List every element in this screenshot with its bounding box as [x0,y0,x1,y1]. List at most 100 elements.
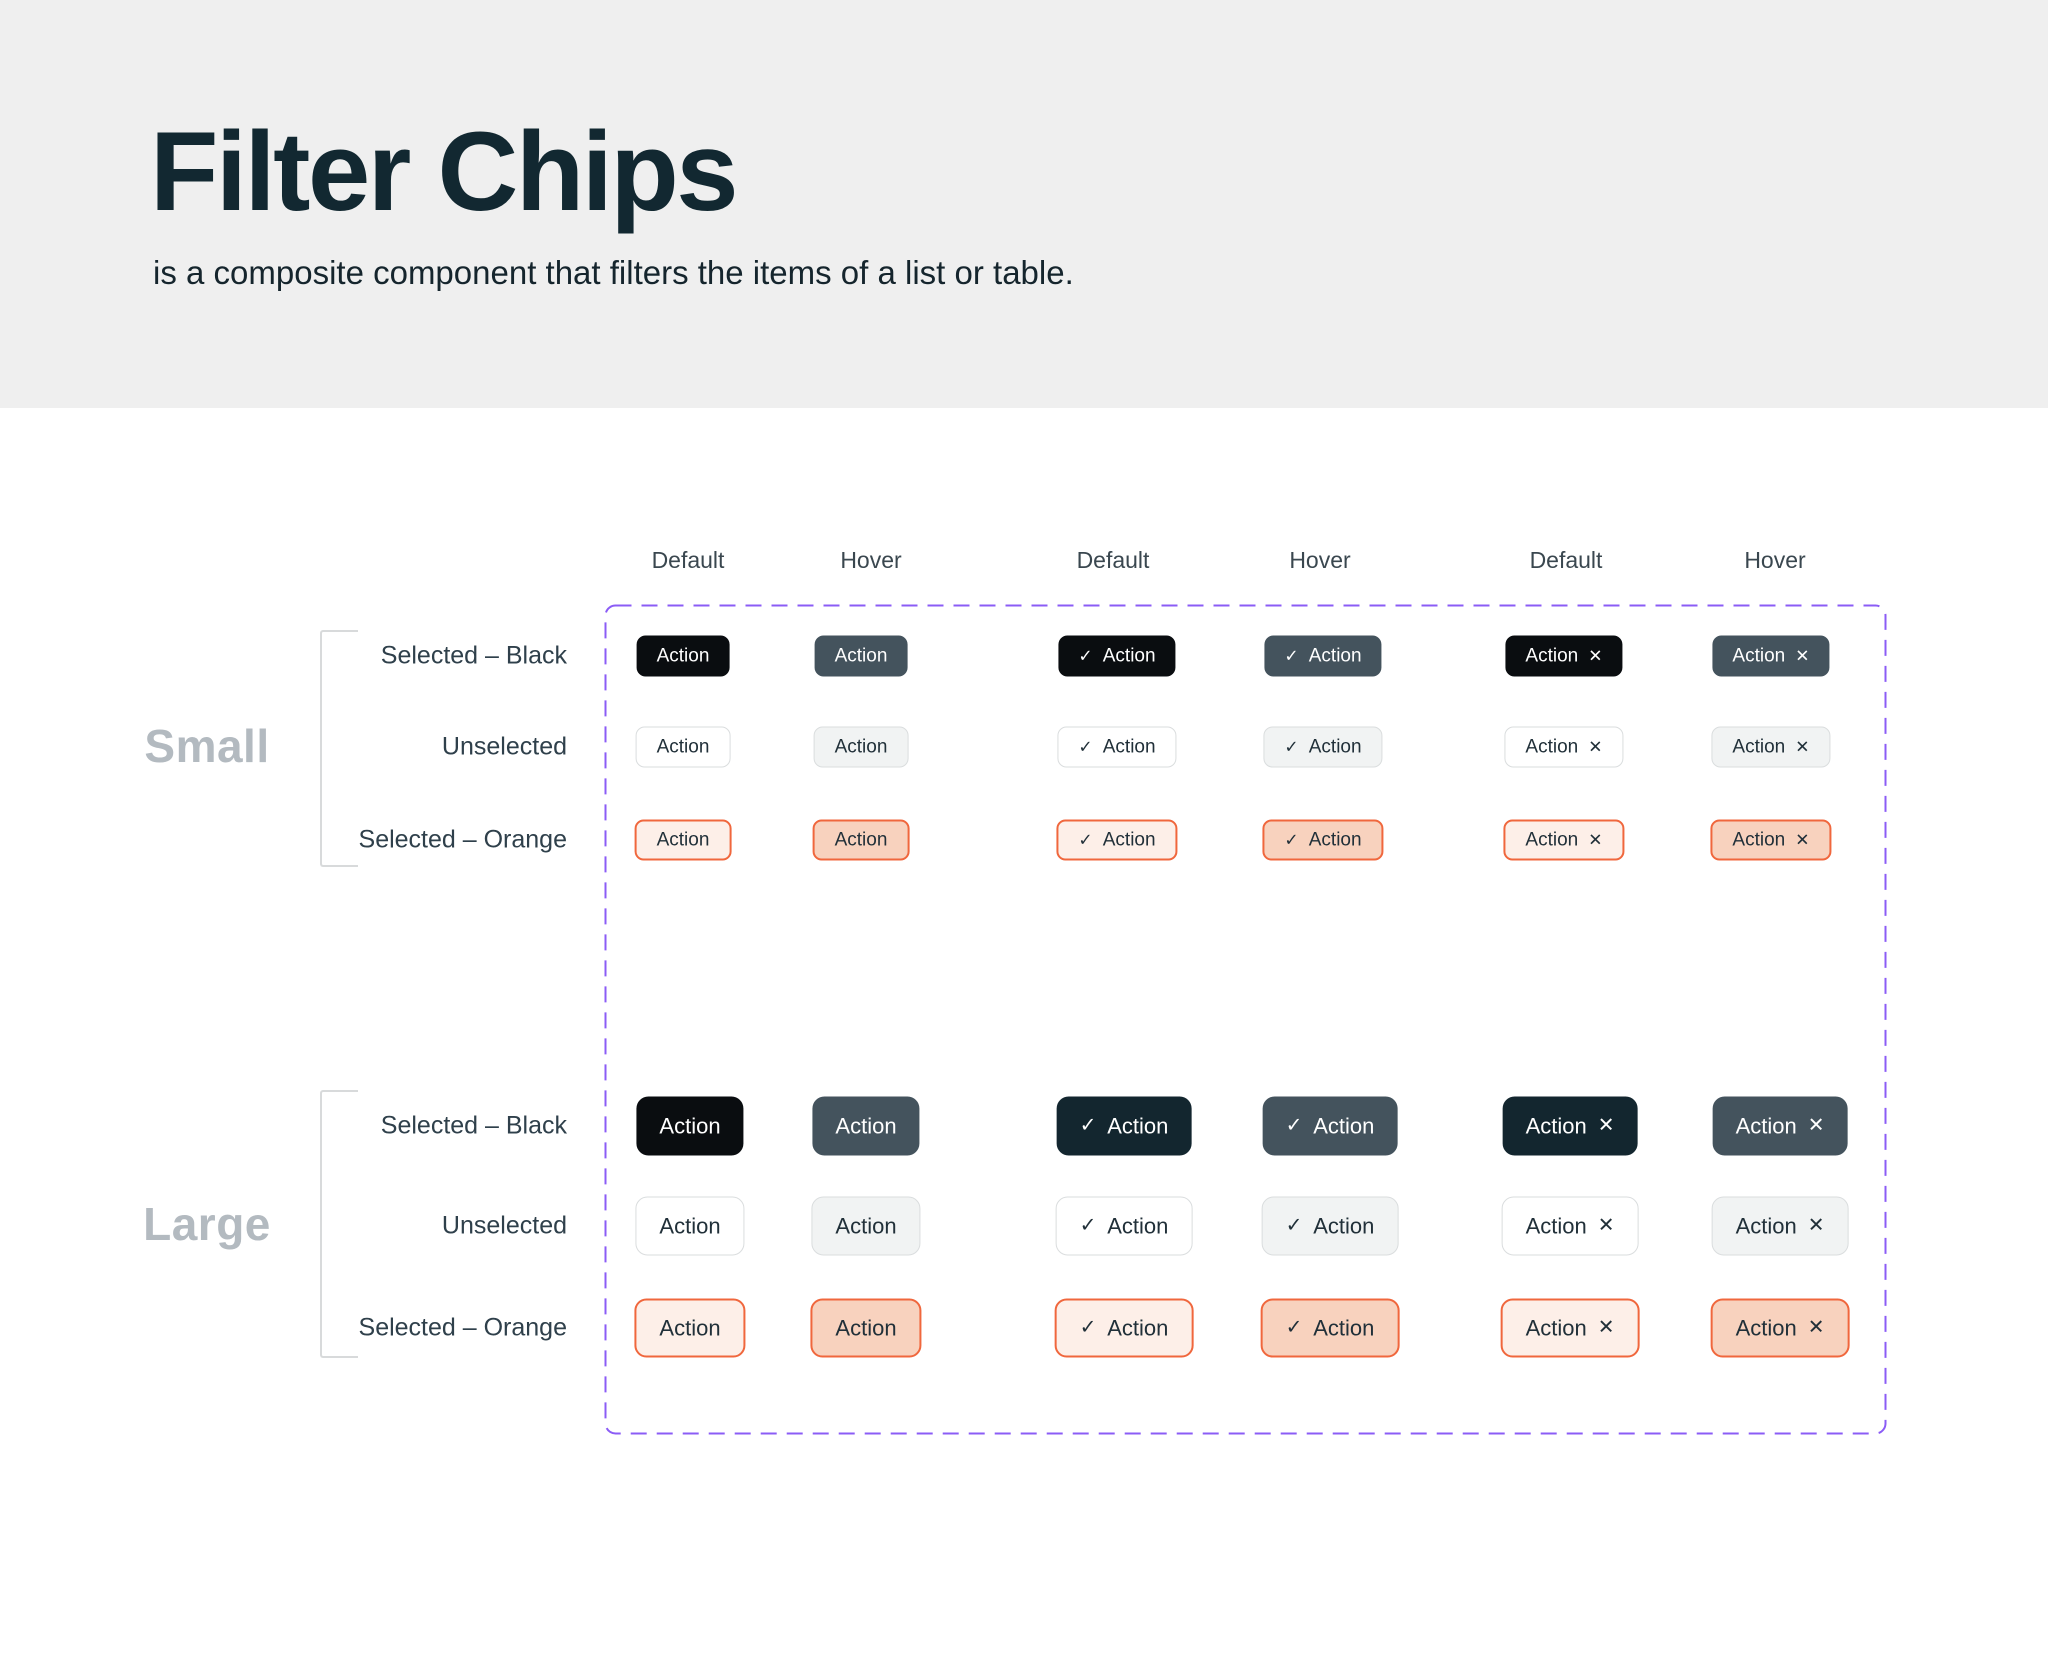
check-icon: ✓ [1284,830,1299,850]
check-icon: ✓ [1284,646,1299,666]
filter-chip-large-selected-orange-hover-check[interactable]: ✓Action [1260,1298,1400,1358]
chip-label: Action [835,1213,897,1238]
filter-chip-large-unselected-default-check[interactable]: ✓Action [1055,1196,1193,1256]
filter-chip-small-selected-black-hover[interactable]: Action [814,635,908,677]
chip-label: Action [659,1213,721,1238]
filter-chip-small-selected-black-default-close[interactable]: Action✕ [1505,635,1623,677]
filter-chip-large-selected-orange-hover[interactable]: Action [810,1298,922,1358]
filter-chip-small-selected-orange-hover-check[interactable]: ✓Action [1262,819,1384,861]
chip-label: Action [1525,1113,1587,1138]
group-label-small: Small [144,720,270,772]
filter-chip-small-unselected-hover[interactable]: Action [813,726,909,768]
chip-label: Action [835,1315,897,1340]
filter-chip-small-unselected-default-close[interactable]: Action ✕ [1504,726,1624,768]
row-label-selected-orange: Selected – Orange [358,825,567,854]
chip-label: Action [834,645,888,666]
column-header-hover: Hover [840,547,902,573]
chip-label: Action [1107,1113,1169,1138]
check-icon: ✓ [1079,1114,1097,1137]
column-header-default: Default [651,547,725,573]
filter-chip-small-selected-orange-default-close[interactable]: Action✕ [1503,819,1625,861]
check-icon: ✓ [1078,737,1093,757]
chip-label: Action [1107,1213,1169,1238]
chip-label: Action [1107,1315,1169,1340]
filter-chip-large-selected-black-hover[interactable]: Action [812,1096,920,1156]
row-label-selected-black: Selected – Black [380,1111,567,1140]
page-subtitle: is a composite component that filters th… [153,254,1074,291]
check-icon: ✓ [1284,737,1299,757]
column-header-default: Default [1076,547,1150,573]
chip-label: Action [1735,1213,1797,1238]
chip-label: Action [1102,645,1156,666]
filter-chip-large-selected-orange-default-close[interactable]: Action ✕ [1500,1298,1640,1358]
close-icon[interactable]: ✕ [1807,1114,1825,1137]
group-bracket-small [320,630,358,867]
filter-chip-large-selected-orange-hover-close[interactable]: Action✕ [1710,1298,1850,1358]
filter-chip-large-selected-black-default[interactable]: Action [636,1096,744,1156]
specimen-frame [604,604,1887,1435]
close-icon[interactable]: ✕ [1588,737,1603,757]
row-label-selected-black: Selected – Black [380,641,567,670]
specimen-frame-rect [604,604,1887,1435]
filter-chip-large-unselected-hover-check[interactable]: ✓ Action [1261,1196,1399,1256]
filter-chip-large-selected-black-hover-check[interactable]: ✓Action [1262,1096,1398,1156]
close-icon[interactable]: ✕ [1588,830,1603,850]
filter-chip-small-unselected-default-check[interactable]: ✓ Action [1057,726,1177,768]
filter-chip-small-selected-black-default-check[interactable]: ✓ Action [1058,635,1176,677]
column-header-hover: Hover [1289,547,1351,573]
chip-label: Action [1102,829,1156,850]
filter-chip-large-unselected-hover[interactable]: Action [811,1196,921,1256]
chip-label: Action [1525,1315,1587,1340]
filter-chip-small-selected-orange-default[interactable]: Action [634,819,732,861]
close-icon[interactable]: ✕ [1597,1316,1615,1339]
check-icon: ✓ [1285,1214,1303,1237]
close-icon[interactable]: ✕ [1588,646,1603,666]
filter-chip-small-selected-black-hover-check[interactable]: ✓ Action [1264,635,1382,677]
filter-chip-large-selected-black-hover-close[interactable]: Action ✕ [1712,1096,1848,1156]
filter-chip-large-selected-black-default-close[interactable]: Action ✕ [1502,1096,1638,1156]
close-icon[interactable]: ✕ [1597,1114,1615,1137]
filter-chip-small-unselected-default[interactable]: Action [635,726,731,768]
column-header-default: Default [1529,547,1603,573]
chip-label: Action [656,736,710,757]
chip-label: Action [1525,736,1579,757]
chip-label: Action [1525,1213,1587,1238]
close-icon[interactable]: ✕ [1795,646,1810,666]
filter-chip-large-unselected-default[interactable]: Action [635,1196,745,1256]
chip-label: Action [656,829,710,850]
filter-chip-small-unselected-hover-check[interactable]: ✓Action [1263,726,1383,768]
chip-label: Action [1102,736,1156,757]
filter-chip-small-selected-orange-default-check[interactable]: ✓Action [1056,819,1178,861]
filter-chip-large-selected-black-default-check[interactable]: ✓ Action [1056,1096,1192,1156]
chip-label: Action [1735,1113,1797,1138]
row-label-unselected: Unselected [441,732,567,761]
filter-chip-large-selected-orange-default[interactable]: Action [634,1298,746,1358]
check-icon: ✓ [1079,1316,1097,1339]
check-icon: ✓ [1285,1316,1303,1339]
filter-chip-small-selected-black-default[interactable]: Action [636,635,730,677]
filter-chip-large-selected-orange-default-check[interactable]: ✓ Action [1054,1298,1194,1358]
filter-chip-small-selected-orange-hover[interactable]: Action [812,819,910,861]
chip-label: Action [834,829,888,850]
close-icon[interactable]: ✕ [1795,830,1810,850]
check-icon: ✓ [1078,646,1093,666]
chip-label: Action [659,1113,721,1138]
chip-label: Action [1732,829,1786,850]
chip-label: Action [656,645,710,666]
filter-chip-large-unselected-hover-close[interactable]: Action ✕ [1711,1196,1849,1256]
chip-label: Action [1313,1113,1375,1138]
chip-label: Action [1308,645,1362,666]
filter-chip-small-unselected-hover-close[interactable]: Action✕ [1711,726,1831,768]
close-icon[interactable]: ✕ [1597,1214,1615,1237]
filter-chip-small-selected-orange-hover-close[interactable]: Action ✕ [1710,819,1832,861]
chip-label: Action [835,1113,897,1138]
chip-label: Action [1313,1213,1375,1238]
filter-chip-large-unselected-default-close[interactable]: Action ✕ [1501,1196,1639,1256]
close-icon[interactable]: ✕ [1807,1316,1825,1339]
chip-label: Action [1732,645,1786,666]
filter-chip-small-selected-black-hover-close[interactable]: Action ✕ [1712,635,1830,677]
close-icon[interactable]: ✕ [1807,1214,1825,1237]
close-icon[interactable]: ✕ [1795,737,1810,757]
hero-section: Filter Chips is a composite component th… [0,0,2048,408]
